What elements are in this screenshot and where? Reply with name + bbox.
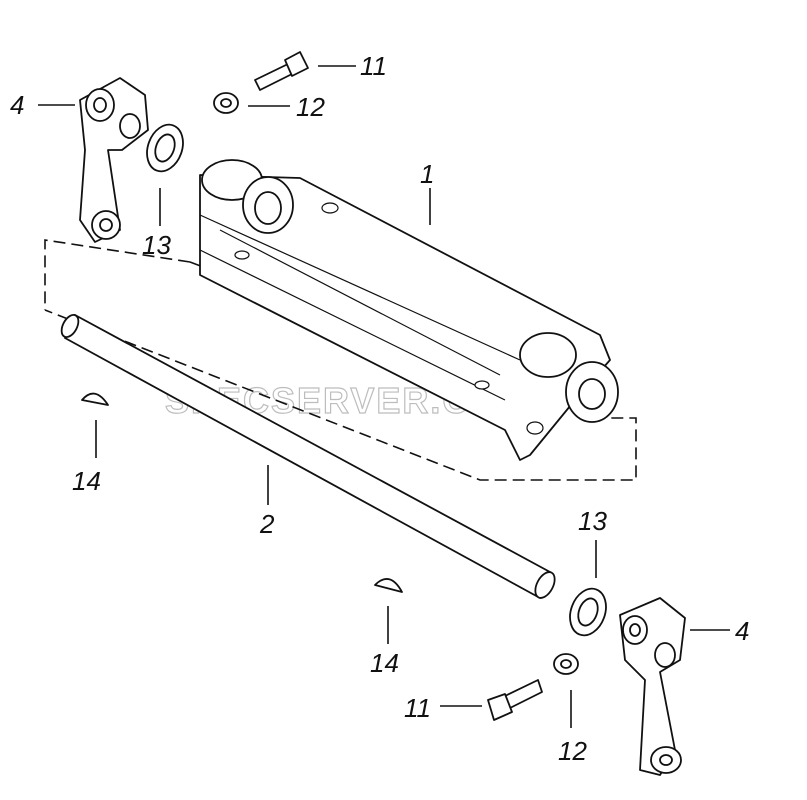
bracket-housing	[199, 159, 619, 461]
callout-12-bottom: 12	[558, 736, 587, 766]
washer-bottom	[569, 587, 607, 637]
callout-14-bottom: 14	[370, 648, 399, 678]
callout-4-top: 4	[10, 90, 24, 120]
lever-bottom	[619, 597, 686, 776]
callout-13-bottom: 13	[578, 506, 607, 536]
bolt-top	[254, 51, 309, 91]
callout-13-top: 13	[142, 230, 171, 260]
washer-top	[146, 123, 184, 173]
callout-14-left: 14	[72, 466, 101, 496]
callout-11-bottom: 11	[404, 693, 431, 723]
callout-11-top: 11	[360, 51, 387, 81]
callout-1: 1	[420, 159, 434, 189]
callout-12-top: 12	[296, 92, 325, 122]
key-bottom	[374, 578, 403, 593]
lock-washer-bottom	[553, 653, 579, 675]
bolt-bottom	[487, 679, 543, 721]
callout-4-bottom: 4	[735, 616, 749, 646]
callout-2: 2	[259, 509, 275, 539]
key-left	[81, 392, 109, 406]
lock-washer-top	[213, 92, 239, 114]
lever-top	[79, 77, 149, 243]
shaft-rod	[60, 314, 556, 599]
leader-lines	[38, 65, 730, 728]
